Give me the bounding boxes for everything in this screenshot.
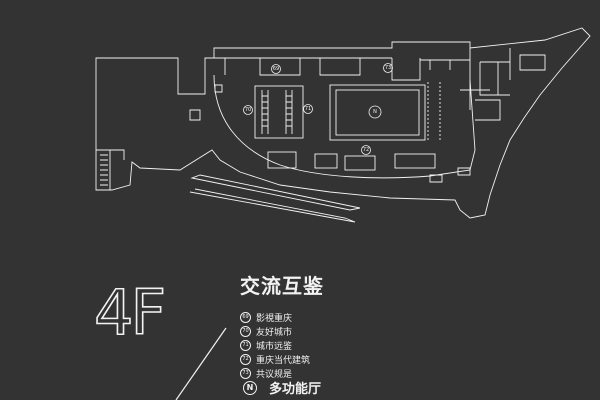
zone-name: 影視重庆 (256, 313, 293, 324)
hall-inner (335, 89, 420, 136)
zone-code-badge: 71 (240, 339, 251, 351)
dashed-partition (427, 82, 441, 140)
zone-code-badge: 73 (240, 367, 251, 379)
booth-4 (394, 153, 436, 169)
map-marker-label: N (373, 109, 377, 115)
zone-legend-item: 72 重庆当代建筑 (240, 352, 490, 366)
floor-title: 交流互鉴 (240, 274, 324, 298)
zone-code-badge: 70 (240, 325, 251, 337)
map-zone-markers: 69 70 71 72 73N (243, 63, 393, 155)
ramp-lower (189, 188, 356, 223)
floor-outline (95, 27, 591, 219)
zone-legend-item: 69 影視重庆 (240, 310, 490, 324)
zone-legend-item: 70 友好城市 (240, 324, 490, 338)
map-marker-circle (303, 104, 313, 114)
zone-name: 城市远鉴 (256, 341, 293, 352)
zone-code-badge: 72 (240, 353, 251, 365)
upper-rooms (214, 57, 470, 81)
map-marker-circle (383, 63, 393, 73)
map-marker-label: 73 (385, 65, 391, 71)
zone-legend-item: 73 共议规是 (240, 366, 490, 380)
zone-name: 重庆当代建筑 (256, 355, 311, 366)
escalator-zone (254, 85, 304, 139)
zone-legend: 交流互鉴 69 影視重庆 70 友好城市 71 城市远鉴 72 重庆当代建筑 73 共议规是 (240, 270, 490, 380)
map-marker-label: 72 (363, 147, 369, 153)
decorative-diagonal (175, 327, 227, 400)
right-rooms (460, 48, 546, 121)
hall-legend-item: N 多功能厅 (243, 378, 321, 397)
floor-number: 4F (94, 276, 163, 349)
zone-code-badge: 69 (240, 311, 251, 323)
multifunction-hall-area (329, 84, 426, 141)
zone-name: 共议规是 (256, 369, 293, 380)
map-marker-circle (243, 105, 253, 115)
map-marker-circle (368, 105, 382, 119)
map-marker-label: 71 (305, 106, 311, 112)
booth-1 (267, 151, 297, 169)
zone-list: 69 影視重庆 70 友好城市 71 城市远鉴 72 重庆当代建筑 73 共议规是 (240, 310, 490, 380)
map-marker-circle (271, 64, 281, 74)
escalator-lines (261, 90, 293, 134)
map-marker-circle (361, 145, 371, 155)
booth-2 (314, 153, 338, 169)
map-marker-label: 70 (245, 107, 251, 113)
zone-name: 友好城市 (256, 327, 293, 338)
ramp-upper (190, 174, 361, 211)
left-stair-block (96, 149, 125, 190)
small-features (189, 84, 471, 183)
zone-legend-item: 71 城市远鉴 (240, 338, 490, 352)
booth-3 (344, 155, 376, 171)
hall-name: 多功能厅 (269, 382, 322, 397)
map-marker-label: 69 (273, 66, 279, 72)
hall-badge: N (243, 380, 257, 395)
